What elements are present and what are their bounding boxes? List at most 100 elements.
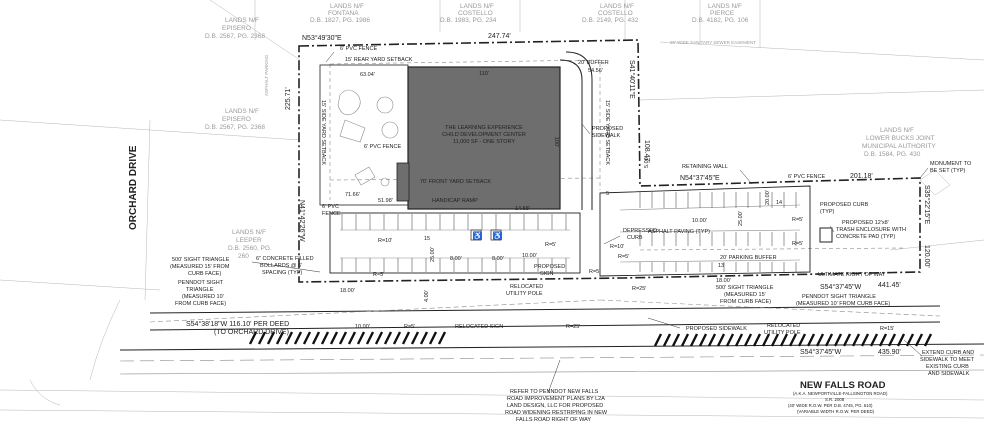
adjoiner-8-l2: LEEPER (236, 237, 262, 244)
adjoiner-6-l2: EPISERO (222, 116, 251, 123)
road-hatch-stripe (392, 331, 402, 345)
dim-5a: 5.00' (644, 156, 650, 168)
label-reloc-pole-4: UTILITY POLE (764, 330, 801, 336)
label-monument-2: BE SET (TYP) (930, 168, 966, 174)
parking-lot-right (599, 185, 811, 277)
road-hatch-stripe (689, 333, 699, 347)
road-hatch-stripe (869, 333, 879, 347)
bearing-deed: S54°38'18"W 116.10' PER DEED (186, 320, 289, 328)
bearing-row-mid: S54°37'45"W (820, 283, 862, 291)
leader-lines (251, 51, 929, 394)
radius-10a: R=10' (378, 238, 392, 244)
building-footprint (407, 66, 561, 210)
adjoiner-8-l3: D.B. 2560, PG. (228, 245, 272, 252)
label-asphalt-paving: ASPHALT PAVING (TYP) (648, 229, 710, 235)
dim-8a: 8.00' (450, 256, 462, 262)
svg-text:♿: ♿ (473, 231, 483, 241)
road-hatch-stripe (329, 331, 339, 345)
road-hatch-stripe (707, 333, 717, 347)
label-reloc-sign: RELOCATED SIGN (455, 324, 503, 330)
label-retaining-wall: RETAINING WALL (682, 164, 728, 170)
parking-count-15: 15 (424, 236, 430, 242)
dim-4a: 4.00' (424, 290, 430, 302)
sewer-easement-label: 20' WIDE SANITARY SEWER EASEMENT (670, 40, 756, 45)
road-hatch-stripe (275, 331, 285, 345)
label-sight-l6: (MEASURED 10' (182, 294, 224, 300)
label-curb-1: PROPOSED CURB (820, 202, 869, 208)
adjoiner-7-l4: D.B. 1584, PG. 430 (864, 151, 921, 158)
road-hatch-stripe (824, 333, 834, 347)
adjoiner-1-l3: D.B. 2567, PG. 2368 (205, 33, 265, 40)
building-name-l3: 11,000 SF - ONE STORY (453, 139, 515, 145)
bearing-east-lower: S35°22'15"E (923, 185, 931, 225)
label-rear-setback: 15' REAR YARD SETBACK (345, 57, 413, 63)
bearing-east-upper: S41°40'11"E (628, 60, 636, 99)
road-hatch-stripe (716, 333, 726, 347)
adjoiner-3-l1: LANDS N/F (460, 3, 494, 10)
adjoiner-4-l1: LANDS N/F (600, 3, 634, 10)
label-reloc-pole-1: RELOCATED (510, 284, 543, 290)
label-sight-r2: (MEASURED 15' (724, 292, 766, 298)
bearing-mid: N54°37'45"E (680, 174, 720, 182)
road-hatch-stripe (842, 333, 852, 347)
building-wing (396, 162, 410, 202)
radius-5a: R=5' (792, 217, 803, 223)
label-refer-4: ROAD WIDENING RESTRIPING IN NEW (505, 410, 608, 416)
parking-lot-left (329, 212, 581, 274)
road-hatch-stripe (833, 333, 843, 347)
label-proposed-sidewalk-1: PROPOSED (592, 126, 623, 132)
adjoiner-2-l1: LANDS N/F (330, 3, 364, 10)
bearing-north: N53°49'30"E (302, 34, 342, 42)
label-extend-3: EXISTING CURB (926, 364, 969, 370)
bearing-west: 225.71' (285, 87, 292, 110)
bearing-mid-len: 201.18' (850, 173, 873, 180)
building-dim-top: 110' (479, 71, 489, 77)
label-ultimate-row: ULTIMATE RIGHT OF WAY (818, 272, 886, 278)
parking-stalls-right (639, 192, 797, 272)
label-side-setback-left: 15' SIDE YARD SETBACK (320, 100, 326, 165)
road-hatch-left (248, 331, 447, 345)
playground (319, 64, 409, 206)
road-hatch-stripe (293, 331, 303, 345)
road-hatch-stripe (248, 331, 258, 345)
label-pvc-fence-mid: 6' PVC FENCE (364, 144, 401, 150)
adjoiner-7-l2: LOWER BUCKS JOINT (866, 135, 935, 142)
road-hatch-stripe (671, 333, 681, 347)
road-hatch-stripe (410, 331, 420, 345)
label-depressed-2: CURB (627, 235, 643, 241)
adjoiner-1-l1: LANDS N/F (225, 17, 259, 24)
adjoiner-5-l2: PIERCE (710, 10, 735, 17)
dim-18b: 18.00' (716, 278, 731, 284)
label-prop-sign-1: PROPOSED (534, 264, 565, 270)
building-name-l1: THE LEARNING EXPERIENCE (445, 125, 523, 131)
road-hatch-stripe (788, 333, 798, 347)
orchard-drive-edge (144, 119, 151, 301)
label-sight-l5: TRIANGLE (186, 287, 214, 293)
road-hatch-stripe (770, 333, 780, 347)
road-hatch-stripe (896, 333, 906, 347)
bearing-east-upper-len: 108.47' (643, 140, 650, 163)
label-extend-1: EXTEND CURB AND (922, 350, 974, 356)
label-pvc-fence-right: 6' PVC FENCE (788, 174, 825, 180)
label-monument-1: MONUMENT TO (930, 161, 972, 167)
radius-5b: R=5' (792, 241, 803, 247)
radius-15: R=15' (880, 326, 894, 332)
label-refer-5: FALLS ROAD RIGHT OF WAY (516, 417, 591, 423)
adjoiner-3-l3: D.B. 1983, PG. 234 (440, 17, 497, 24)
bearing-deed-sub: (TO ORCHARD DRIVE) (214, 329, 289, 336)
road-hatch-stripe (752, 333, 762, 347)
new-falls-road-sub1: (A.K.A. NEWPORTVILLE-FALLSINGTON ROAD) (793, 391, 888, 396)
road-hatch-stripe (743, 333, 753, 347)
building-labels: THE LEARNING EXPERIENCE CHILD DEVELOPMEN… (442, 71, 559, 147)
label-bollards-1: 6" CONCRETE FILLED (256, 256, 314, 262)
new-falls-road-surface (119, 305, 984, 375)
adjoiner-labels: LANDS N/F EPISERO D.B. 2567, PG. 2368 LA… (205, 3, 936, 260)
label-pvc-fence-left: 6' PVC (322, 204, 339, 210)
dimension-labels: 63.04' 54.56' 71.66' 51.98' 14.58' 10.00… (340, 68, 894, 332)
road-hatch-stripe (257, 331, 267, 345)
adjoiner-2-l2: FONTANA (328, 10, 359, 17)
road-hatch-right (653, 333, 933, 347)
